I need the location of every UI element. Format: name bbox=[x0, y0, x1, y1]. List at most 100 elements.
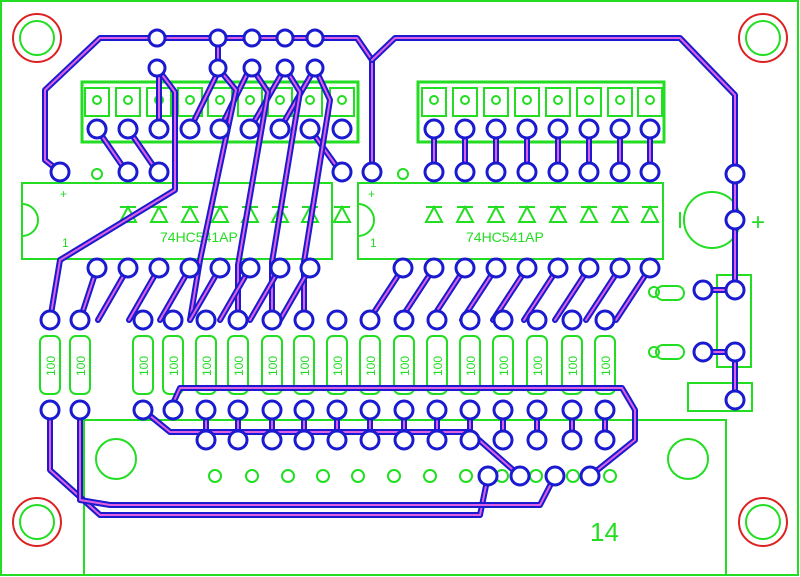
header-right-pad bbox=[516, 118, 538, 140]
trace-v4 bbox=[303, 67, 331, 321]
connector-pad bbox=[393, 429, 415, 451]
chip-left-label: 74HC541AP bbox=[160, 229, 238, 245]
chip-right-label: 74HC541AP bbox=[466, 229, 544, 245]
chip-right-top-pad bbox=[516, 161, 538, 183]
via-pad bbox=[275, 28, 295, 48]
resistor-value-label: 100 bbox=[266, 356, 280, 376]
chip-right-bottom-pad bbox=[423, 257, 445, 279]
resistor-value-label: 100 bbox=[167, 356, 181, 376]
connector-pad bbox=[359, 429, 381, 451]
resistor-pad bbox=[594, 309, 616, 331]
resistor-pad bbox=[293, 309, 315, 331]
header-left-pad bbox=[117, 118, 139, 140]
connector-pad bbox=[544, 465, 566, 487]
resistor-body bbox=[132, 335, 154, 395]
resistor-pad bbox=[359, 309, 381, 331]
via-pad bbox=[275, 58, 295, 78]
chip-left-plus: + bbox=[60, 187, 67, 201]
connector-pad bbox=[227, 429, 249, 451]
header-left-pad bbox=[299, 118, 321, 140]
chip-left-bottom-pad bbox=[269, 257, 291, 279]
header-left-slot-mark bbox=[185, 95, 195, 105]
led-pad bbox=[724, 163, 746, 185]
resistor-body bbox=[162, 335, 184, 395]
resistor-pad bbox=[162, 309, 184, 331]
header-right bbox=[416, 80, 666, 144]
resistor-pad bbox=[561, 309, 583, 331]
connector-hole bbox=[529, 469, 543, 483]
header-right-slot-mark bbox=[429, 95, 439, 105]
resistor-value-label: 100 bbox=[232, 356, 246, 376]
trace-v4-outer bbox=[301, 65, 333, 323]
connector-pad bbox=[561, 429, 583, 451]
header-left-slot-mark bbox=[245, 95, 255, 105]
resistor-pad bbox=[261, 309, 283, 331]
resistor-pad bbox=[393, 309, 415, 331]
resistor-pad bbox=[227, 309, 249, 331]
resistor-body bbox=[561, 335, 583, 395]
chip-right-diode-symbol bbox=[486, 204, 506, 223]
chip-right-outline bbox=[357, 182, 664, 260]
header-right-slot-mark bbox=[491, 95, 501, 105]
connector-pad bbox=[426, 429, 448, 451]
mount-hole-bottom-right bbox=[738, 497, 788, 547]
mounting-holes bbox=[12, 13, 788, 547]
header-left-slot bbox=[237, 87, 263, 117]
resistor-pad bbox=[195, 399, 217, 421]
header-left-slot-mark bbox=[215, 95, 225, 105]
resistor-pad bbox=[359, 399, 381, 421]
header-left-pad bbox=[331, 118, 353, 140]
header-right-slot-mark bbox=[553, 95, 563, 105]
header-left-slot-mark bbox=[305, 95, 315, 105]
resistor-value-label: 100 bbox=[497, 356, 511, 376]
connector-hole bbox=[566, 469, 580, 483]
resistor-body bbox=[227, 335, 249, 395]
resistor-body bbox=[293, 335, 315, 395]
via-hole bbox=[648, 346, 660, 358]
resistor-pad bbox=[459, 399, 481, 421]
via-hole bbox=[397, 168, 409, 180]
resistor-pad bbox=[326, 309, 348, 331]
resistor-body bbox=[326, 335, 348, 395]
resistor-pad bbox=[326, 399, 348, 421]
resistor-value-label: 100 bbox=[44, 356, 58, 376]
header-right-slot bbox=[607, 87, 633, 117]
chip-left-top-pad bbox=[148, 161, 170, 183]
header-left-pad bbox=[179, 118, 201, 140]
chip-left-top-pad bbox=[117, 161, 139, 183]
connector-pad bbox=[195, 429, 217, 451]
resistor-pad bbox=[393, 399, 415, 421]
via-pad bbox=[242, 28, 262, 48]
resistor-pad bbox=[227, 399, 249, 421]
resistor-body bbox=[526, 335, 548, 395]
resistor-value-label: 100 bbox=[200, 356, 214, 376]
header-right-slot bbox=[452, 87, 478, 117]
resistor-value-label: 100 bbox=[398, 356, 412, 376]
chip-left-diode-symbol bbox=[210, 204, 230, 223]
header-right-slot bbox=[514, 87, 540, 117]
chip-right-diode-symbol bbox=[610, 204, 630, 223]
resistor-pad bbox=[526, 309, 548, 331]
resistor-pad bbox=[594, 399, 616, 421]
chip-right-diode-symbol bbox=[424, 204, 444, 223]
led-pad bbox=[692, 279, 714, 301]
silkscreen-details bbox=[39, 87, 663, 483]
resistor-value-label: 100 bbox=[599, 356, 613, 376]
resistor-pad bbox=[39, 399, 61, 421]
trace-v3 bbox=[271, 67, 301, 321]
via-hole bbox=[648, 286, 660, 298]
resistor-pad bbox=[526, 399, 548, 421]
resistor-value-label: 100 bbox=[431, 356, 445, 376]
connector-pad bbox=[293, 429, 315, 451]
resistor-body bbox=[195, 335, 217, 395]
header-left-pad bbox=[209, 118, 231, 140]
connector-hole bbox=[281, 469, 295, 483]
resistor-pad bbox=[69, 309, 91, 331]
chip-right-bottom-pad bbox=[485, 257, 507, 279]
header-right-slot bbox=[576, 87, 602, 117]
via-pad bbox=[147, 58, 167, 78]
resistor-value-label: 100 bbox=[137, 356, 151, 376]
header-right-pad bbox=[454, 118, 476, 140]
resistor-pad bbox=[39, 309, 61, 331]
